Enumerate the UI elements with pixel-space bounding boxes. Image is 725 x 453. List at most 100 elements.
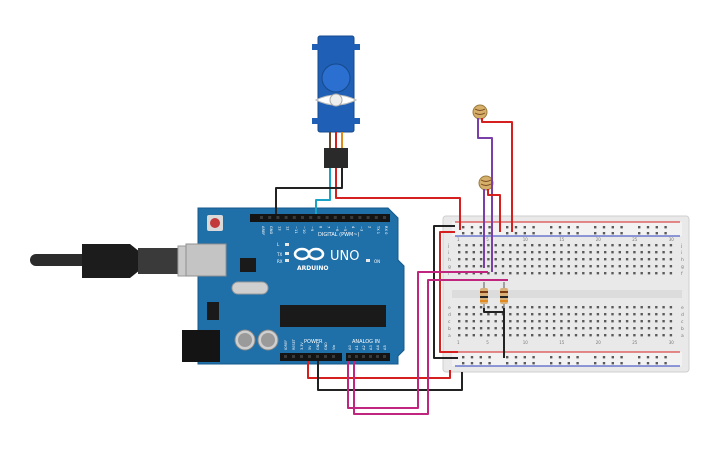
breadboard-hole[interactable] bbox=[531, 306, 534, 309]
breadboard-hole[interactable] bbox=[494, 251, 497, 254]
breadboard-hole[interactable] bbox=[501, 258, 505, 261]
breadboard-hole[interactable] bbox=[560, 327, 563, 330]
header-pin[interactable] bbox=[324, 355, 327, 358]
rail-hole[interactable] bbox=[470, 362, 474, 365]
breadboard-hole[interactable] bbox=[545, 272, 548, 275]
breadboard-hole[interactable] bbox=[509, 265, 512, 268]
breadboard-hole[interactable] bbox=[611, 258, 614, 261]
breadboard-hole[interactable] bbox=[633, 327, 636, 330]
breadboard-hole[interactable] bbox=[552, 313, 556, 316]
breadboard-hole[interactable] bbox=[465, 306, 468, 309]
breadboard-hole[interactable] bbox=[494, 244, 497, 247]
breadboard-hole[interactable] bbox=[509, 320, 512, 323]
breadboard-hole[interactable] bbox=[538, 244, 541, 247]
resistor-2[interactable] bbox=[500, 282, 508, 308]
breadboard-hole[interactable] bbox=[531, 272, 534, 275]
breadboard-hole[interactable] bbox=[582, 244, 585, 247]
breadboard-hole[interactable] bbox=[465, 265, 468, 268]
breadboard-hole[interactable] bbox=[633, 265, 636, 268]
rail-hole[interactable] bbox=[532, 226, 535, 229]
breadboard-hole[interactable] bbox=[596, 244, 600, 247]
breadboard-hole[interactable] bbox=[458, 258, 461, 261]
rail-hole[interactable] bbox=[488, 226, 491, 229]
breadboard-hole[interactable] bbox=[655, 306, 658, 309]
breadboard-hole[interactable] bbox=[516, 251, 519, 254]
breadboard-hole[interactable] bbox=[618, 265, 621, 268]
breadboard-hole[interactable] bbox=[669, 327, 673, 330]
breadboard-hole[interactable] bbox=[589, 313, 592, 316]
breadboard-hole[interactable] bbox=[479, 313, 483, 316]
breadboard-hole[interactable] bbox=[582, 327, 585, 330]
breadboard-hole[interactable] bbox=[640, 306, 643, 309]
header-pin[interactable] bbox=[308, 355, 311, 358]
breadboard-hole[interactable] bbox=[625, 265, 629, 268]
breadboard-hole[interactable] bbox=[538, 306, 541, 309]
breadboard-hole[interactable] bbox=[611, 320, 614, 323]
breadboard-hole[interactable] bbox=[465, 313, 468, 316]
breadboard-hole[interactable] bbox=[618, 327, 621, 330]
rail-hole[interactable] bbox=[594, 232, 597, 235]
breadboard-hole[interactable] bbox=[604, 306, 607, 309]
photoresistor-1[interactable] bbox=[472, 104, 488, 120]
breadboard-hole[interactable] bbox=[560, 334, 563, 337]
breadboard-hole[interactable] bbox=[545, 313, 548, 316]
breadboard-hole[interactable] bbox=[501, 251, 505, 254]
breadboard-hole[interactable] bbox=[552, 334, 556, 337]
rail-hole[interactable] bbox=[611, 232, 614, 235]
breadboard-hole[interactable] bbox=[538, 327, 541, 330]
breadboard-hole[interactable] bbox=[647, 265, 651, 268]
breadboard-hole[interactable] bbox=[633, 320, 636, 323]
breadboard-hole[interactable] bbox=[487, 327, 490, 330]
breadboard-hole[interactable] bbox=[531, 258, 534, 261]
breadboard-hole[interactable] bbox=[552, 306, 556, 309]
rail-hole[interactable] bbox=[558, 226, 562, 229]
header-pin[interactable] bbox=[317, 216, 321, 219]
breadboard-hole[interactable] bbox=[465, 334, 468, 337]
breadboard-hole[interactable] bbox=[523, 306, 527, 309]
rail-hole[interactable] bbox=[523, 226, 526, 229]
breadboard-hole[interactable] bbox=[552, 258, 556, 261]
header-pin[interactable] bbox=[383, 355, 386, 358]
rail-hole[interactable] bbox=[611, 226, 614, 229]
breadboard-hole[interactable] bbox=[589, 244, 592, 247]
breadboard-hole[interactable] bbox=[611, 327, 614, 330]
rail-hole[interactable] bbox=[488, 356, 491, 359]
breadboard-hole[interactable] bbox=[567, 334, 570, 337]
breadboard-hole[interactable] bbox=[640, 251, 643, 254]
rail-hole[interactable] bbox=[479, 232, 482, 235]
breadboard-hole[interactable] bbox=[560, 258, 563, 261]
rail-hole[interactable] bbox=[567, 362, 570, 365]
breadboard-hole[interactable] bbox=[458, 272, 461, 275]
breadboard-hole[interactable] bbox=[509, 313, 512, 316]
breadboard-hole[interactable] bbox=[472, 272, 475, 275]
rail-hole[interactable] bbox=[620, 356, 623, 359]
breadboard-hole[interactable] bbox=[574, 313, 578, 316]
breadboard-hole[interactable] bbox=[516, 272, 519, 275]
header-pin[interactable] bbox=[292, 216, 296, 219]
breadboard-hole[interactable] bbox=[647, 251, 651, 254]
breadboard-hole[interactable] bbox=[567, 272, 570, 275]
breadboard-hole[interactable] bbox=[487, 320, 490, 323]
breadboard-hole[interactable] bbox=[479, 251, 483, 254]
rail-hole[interactable] bbox=[638, 232, 641, 235]
breadboard-hole[interactable] bbox=[567, 265, 570, 268]
breadboard-hole[interactable] bbox=[545, 258, 548, 261]
breadboard-hole[interactable] bbox=[589, 320, 592, 323]
rail-hole[interactable] bbox=[576, 232, 579, 235]
breadboard-hole[interactable] bbox=[625, 272, 629, 275]
breadboard-hole[interactable] bbox=[574, 258, 578, 261]
breadboard-hole[interactable] bbox=[596, 320, 600, 323]
breadboard-hole[interactable] bbox=[662, 306, 665, 309]
header-pin[interactable] bbox=[348, 355, 351, 358]
breadboard-hole[interactable] bbox=[633, 251, 636, 254]
breadboard-hole[interactable] bbox=[647, 258, 651, 261]
rail-hole[interactable] bbox=[567, 226, 570, 229]
breadboard-hole[interactable] bbox=[596, 334, 600, 337]
breadboard-hole[interactable] bbox=[604, 320, 607, 323]
breadboard-hole[interactable] bbox=[567, 244, 570, 247]
breadboard-hole[interactable] bbox=[618, 320, 621, 323]
breadboard-hole[interactable] bbox=[494, 306, 497, 309]
breadboard-hole[interactable] bbox=[523, 251, 527, 254]
breadboard-hole[interactable] bbox=[538, 251, 541, 254]
breadboard-hole[interactable] bbox=[647, 334, 651, 337]
